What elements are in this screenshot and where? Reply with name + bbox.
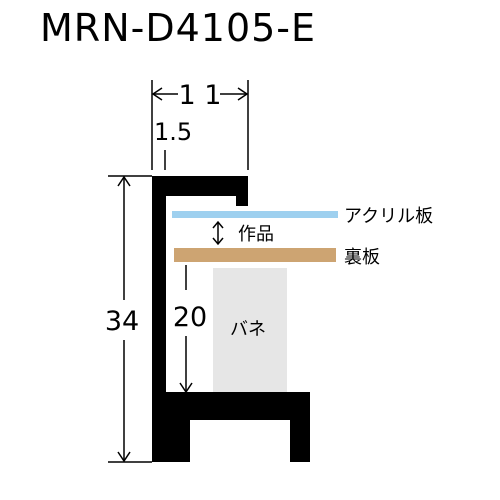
width-label: 1 1	[179, 80, 222, 111]
backboard-label: 裏板	[344, 247, 380, 268]
acrylic-label: アクリル板	[344, 206, 433, 227]
wall-label: 1.5	[154, 118, 192, 146]
height-arrow-top	[117, 175, 131, 187]
depth-dimension	[179, 265, 193, 394]
width-arrow-right	[237, 87, 249, 101]
artwork-label: 作品	[238, 224, 274, 245]
depth-arrow-bottom	[179, 382, 193, 394]
artwork-arrow	[212, 220, 224, 246]
acrylic-sheet	[172, 211, 338, 218]
backboard	[174, 248, 336, 262]
frame-base-foot	[170, 420, 190, 462]
width-arrow-left	[151, 87, 163, 101]
spring-block	[213, 268, 287, 392]
depth-label: 20	[173, 302, 207, 333]
height-dimension	[108, 175, 152, 463]
width-dimension	[151, 80, 249, 170]
model-title: MRN-D4105-E	[40, 6, 317, 50]
frame-profile	[152, 176, 310, 462]
height-arrow-bottom	[117, 451, 131, 463]
height-label: 34	[105, 306, 139, 337]
spring-label: バネ	[230, 319, 266, 340]
